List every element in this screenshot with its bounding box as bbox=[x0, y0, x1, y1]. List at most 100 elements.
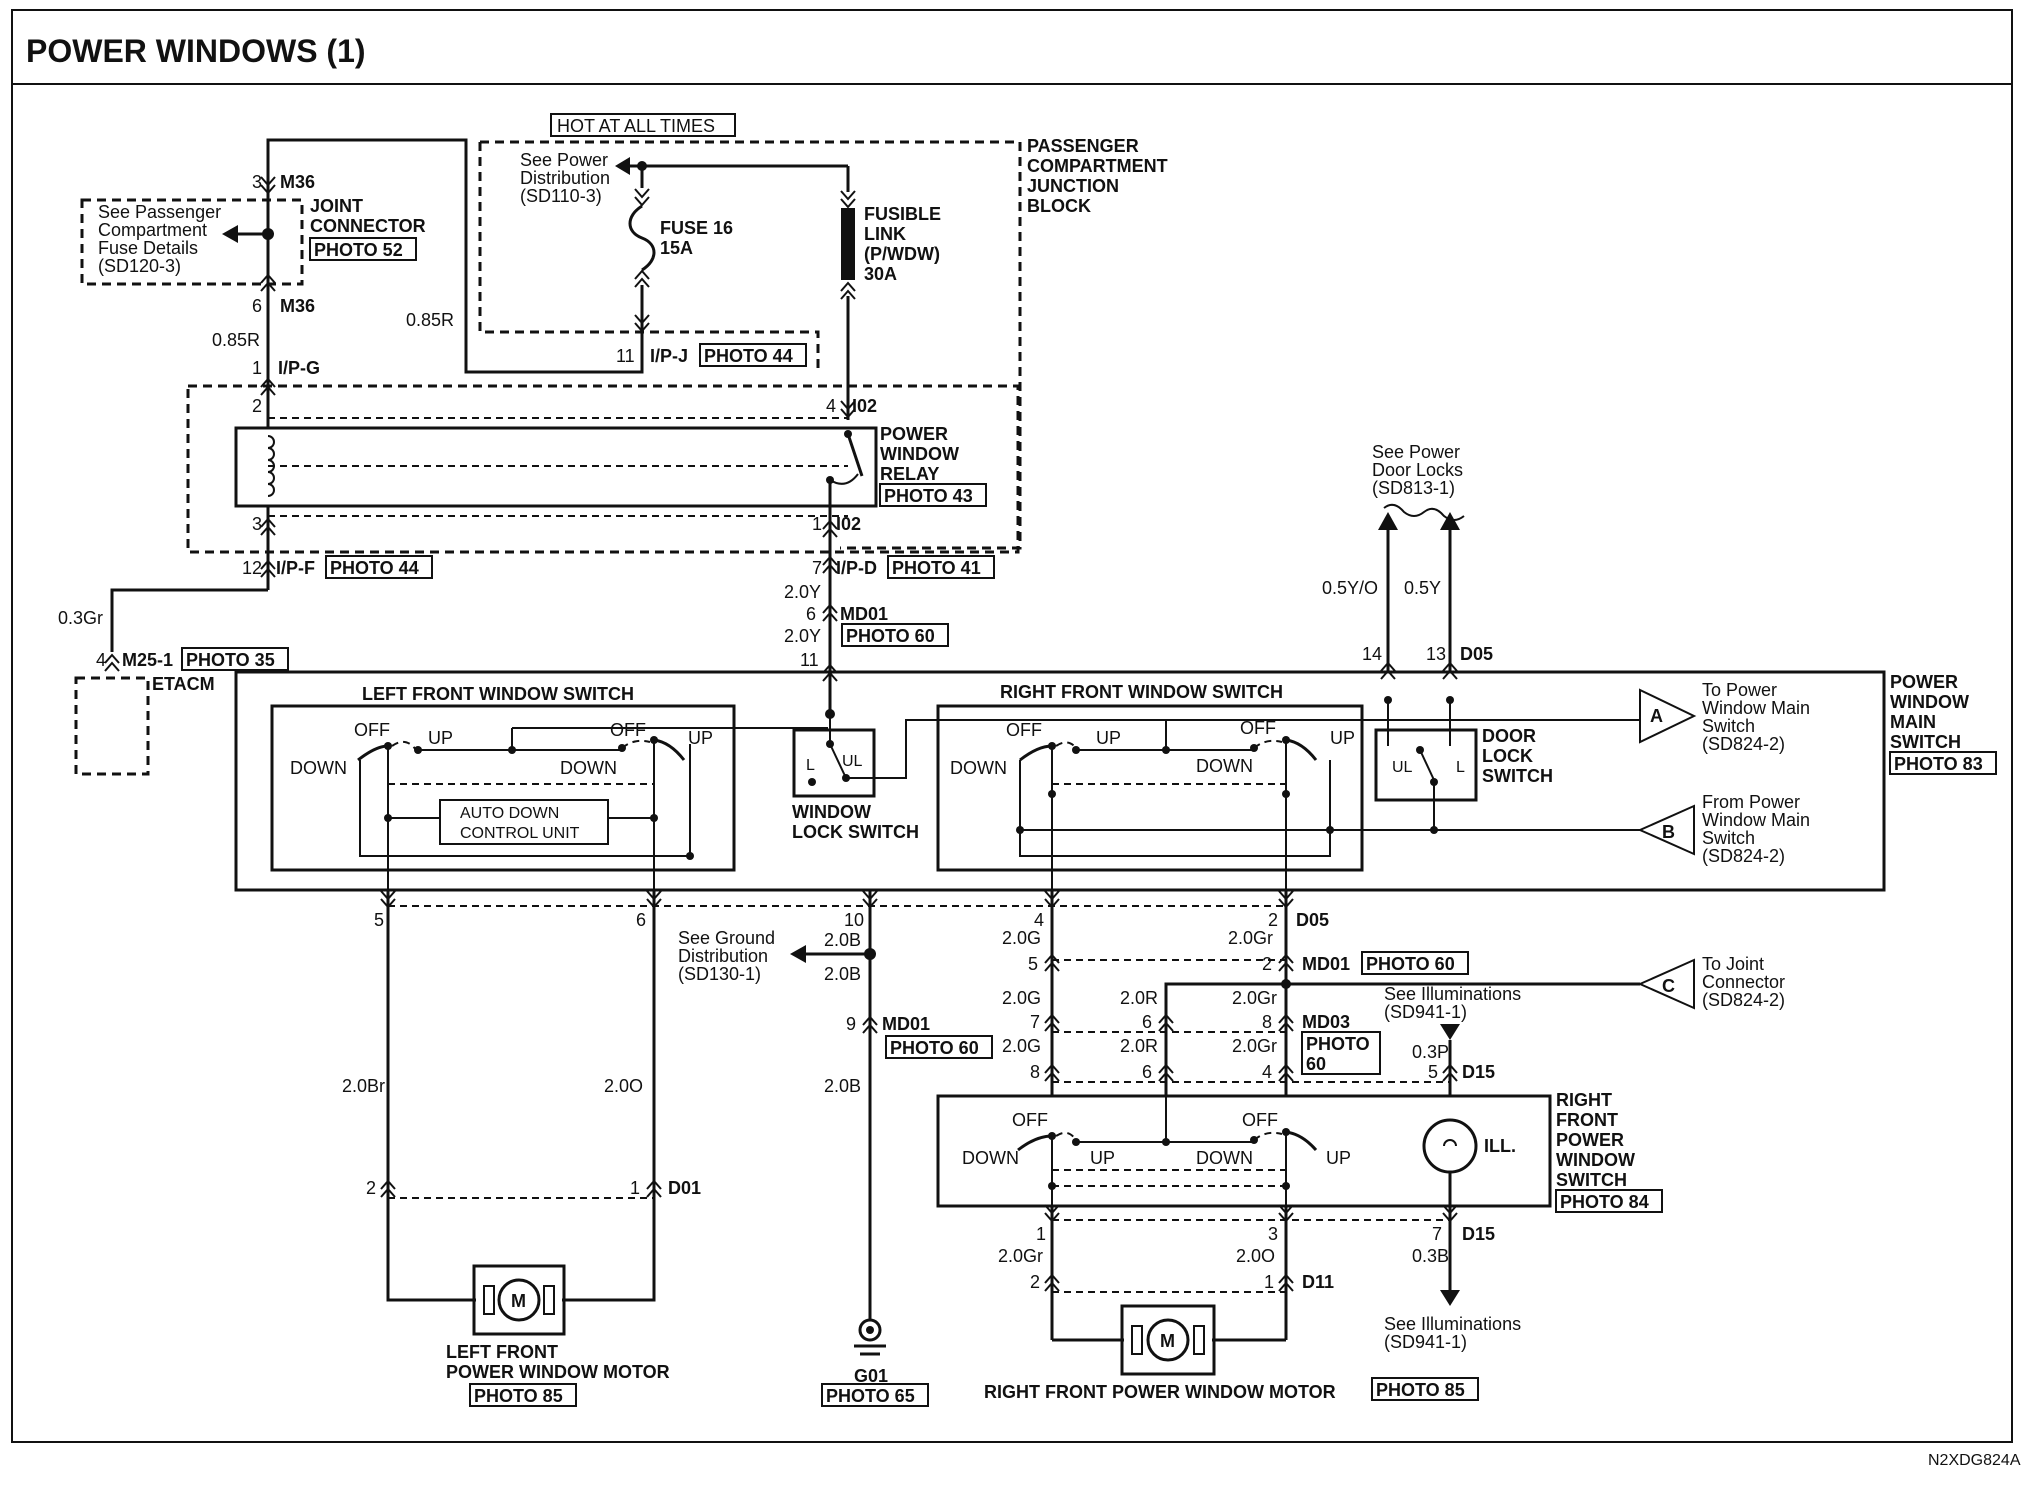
svg-text:DOWN: DOWN bbox=[1196, 1148, 1253, 1168]
svg-text:AUTO DOWN: AUTO DOWN bbox=[460, 805, 559, 822]
svg-text:COMPARTMENT: COMPARTMENT bbox=[1027, 156, 1168, 176]
svg-text:(SD941-1): (SD941-1) bbox=[1384, 1002, 1467, 1022]
svg-text:PHOTO 35: PHOTO 35 bbox=[186, 650, 275, 670]
svg-text:60: 60 bbox=[1306, 1054, 1326, 1074]
svg-text:2.0Br: 2.0Br bbox=[342, 1076, 385, 1096]
svg-text:2.0G: 2.0G bbox=[1002, 988, 1041, 1008]
svg-text:OFF: OFF bbox=[1242, 1110, 1278, 1130]
svg-text:2.0Gr: 2.0Gr bbox=[1232, 988, 1277, 1008]
svg-text:SWITCH: SWITCH bbox=[1556, 1170, 1627, 1190]
svg-text:L: L bbox=[1456, 759, 1465, 776]
svg-text:1: 1 bbox=[252, 358, 262, 378]
svg-text:4: 4 bbox=[826, 396, 836, 416]
arrow-up-icon bbox=[1440, 512, 1460, 530]
svg-text:DOWN: DOWN bbox=[560, 758, 617, 778]
svg-text:Compartment: Compartment bbox=[98, 220, 207, 240]
lf-motor-box bbox=[472, 1264, 566, 1336]
svg-text:12: 12 bbox=[242, 558, 262, 578]
svg-text:D11: D11 bbox=[1302, 1272, 1334, 1292]
hot-at-all-times-label bbox=[550, 113, 736, 137]
svg-text:DOOR: DOOR bbox=[1482, 726, 1536, 746]
svg-text:0.5Y/O: 0.5Y/O bbox=[1322, 578, 1378, 598]
svg-text:2.0B: 2.0B bbox=[824, 930, 861, 950]
svg-text:30A: 30A bbox=[864, 264, 897, 284]
svg-text:0.5Y: 0.5Y bbox=[1404, 578, 1441, 598]
svg-text:2.0R: 2.0R bbox=[1120, 1036, 1158, 1056]
svg-text:PHOTO 52: PHOTO 52 bbox=[314, 240, 403, 260]
svg-text:B: B bbox=[1662, 822, 1675, 842]
svg-text:(SD120-3): (SD120-3) bbox=[98, 256, 181, 276]
svg-text:DOWN: DOWN bbox=[950, 758, 1007, 778]
motor-icon bbox=[497, 1278, 541, 1322]
arrow-left-icon bbox=[615, 157, 630, 175]
left-front-motor-circuit: 2.0Br 2.0O 2 1 D01 M LEFT FRONT POWER WI… bbox=[342, 890, 701, 1407]
svg-text:9: 9 bbox=[846, 1014, 856, 1034]
svg-text:L: L bbox=[806, 757, 815, 774]
window-lock-switch: L UL WINDOW LOCK SWITCH bbox=[792, 672, 1330, 842]
svg-text:UP: UP bbox=[688, 728, 713, 748]
svg-text:D15: D15 bbox=[1462, 1224, 1495, 1244]
svg-text:PHOTO 85: PHOTO 85 bbox=[1376, 1380, 1465, 1400]
svg-text:PHOTO 60: PHOTO 60 bbox=[1366, 954, 1455, 974]
svg-text:CONNECTOR: CONNECTOR bbox=[310, 216, 426, 236]
svg-text:Door Locks: Door Locks bbox=[1372, 460, 1463, 480]
svg-text:1: 1 bbox=[1264, 1272, 1274, 1292]
svg-text:Window Main: Window Main bbox=[1702, 698, 1810, 718]
svg-text:Window Main: Window Main bbox=[1702, 810, 1810, 830]
etacm-box bbox=[74, 676, 150, 776]
svg-text:5: 5 bbox=[1028, 954, 1038, 974]
svg-text:0.3P: 0.3P bbox=[1412, 1042, 1449, 1062]
svg-text:3: 3 bbox=[252, 172, 262, 192]
svg-text:To Joint: To Joint bbox=[1702, 954, 1764, 974]
svg-text:ILL.: ILL. bbox=[1484, 1136, 1516, 1156]
svg-text:DOWN: DOWN bbox=[290, 758, 347, 778]
svg-text:2.0Y: 2.0Y bbox=[784, 582, 821, 602]
rf-power-window-switch-box bbox=[936, 1094, 1552, 1208]
fuse-icon bbox=[628, 204, 656, 272]
svg-text:SWITCH: SWITCH bbox=[1482, 766, 1553, 786]
door-locks-outputs: See Power Door Locks (SD813-1) 0.5Y/O 0.… bbox=[1322, 442, 1493, 680]
svg-text:1: 1 bbox=[630, 1178, 640, 1198]
svg-text:PHOTO 44: PHOTO 44 bbox=[704, 346, 793, 366]
svg-text:2.0O: 2.0O bbox=[604, 1076, 643, 1096]
svg-text:15A: 15A bbox=[660, 238, 693, 258]
svg-text:0.85R: 0.85R bbox=[406, 310, 454, 330]
svg-text:3: 3 bbox=[1268, 1224, 1278, 1244]
svg-text:2.0Gr: 2.0Gr bbox=[998, 1246, 1043, 1266]
svg-text:Switch: Switch bbox=[1702, 828, 1755, 848]
svg-text:OFF: OFF bbox=[354, 720, 390, 740]
svg-text:(SD130-1): (SD130-1) bbox=[678, 964, 761, 984]
arrow-down-icon bbox=[1440, 1024, 1460, 1040]
svg-text:(P/WDW): (P/WDW) bbox=[864, 244, 940, 264]
svg-text:Distribution: Distribution bbox=[520, 168, 610, 188]
svg-text:CONTROL UNIT: CONTROL UNIT bbox=[460, 825, 580, 842]
svg-text:M: M bbox=[1160, 1331, 1175, 1351]
svg-text:OFF: OFF bbox=[610, 720, 646, 740]
svg-text:UP: UP bbox=[1330, 728, 1355, 748]
svg-text:(SD824-2): (SD824-2) bbox=[1702, 734, 1785, 754]
svg-text:JUNCTION: JUNCTION bbox=[1027, 176, 1119, 196]
svg-text:LOCK SWITCH: LOCK SWITCH bbox=[792, 822, 919, 842]
svg-text:10: 10 bbox=[844, 910, 864, 930]
svg-text:5: 5 bbox=[374, 910, 384, 930]
passenger-junction-block: HOT AT ALL TIMES PASSENGER COMPARTMENT J… bbox=[478, 113, 1168, 550]
svg-text:A: A bbox=[1650, 706, 1663, 726]
svg-text:0.85R: 0.85R bbox=[212, 330, 260, 350]
svg-text:See Power: See Power bbox=[1372, 442, 1460, 462]
svg-text:2: 2 bbox=[1030, 1272, 1040, 1292]
arrow-left-icon bbox=[790, 945, 806, 963]
svg-text:8: 8 bbox=[1030, 1062, 1040, 1082]
svg-text:(SD110-3): (SD110-3) bbox=[520, 186, 602, 206]
doc-code: N2XDG824A bbox=[1928, 1452, 2021, 1469]
svg-text:PASSENGER: PASSENGER bbox=[1027, 136, 1139, 156]
svg-text:JOINT: JOINT bbox=[310, 196, 363, 216]
svg-text:2.0Y: 2.0Y bbox=[784, 626, 821, 646]
svg-text:I02: I02 bbox=[852, 396, 877, 416]
svg-text:UP: UP bbox=[1096, 728, 1121, 748]
svg-text:6: 6 bbox=[252, 296, 262, 316]
svg-text:2: 2 bbox=[366, 1178, 376, 1198]
svg-text:UP: UP bbox=[1090, 1148, 1115, 1168]
svg-text:MD03: MD03 bbox=[1302, 1012, 1350, 1032]
left-front-window-switch: LEFT FRONT WINDOW SWITCH OFF UP DOWN OFF… bbox=[270, 684, 828, 890]
svg-text:1: 1 bbox=[1036, 1224, 1046, 1244]
